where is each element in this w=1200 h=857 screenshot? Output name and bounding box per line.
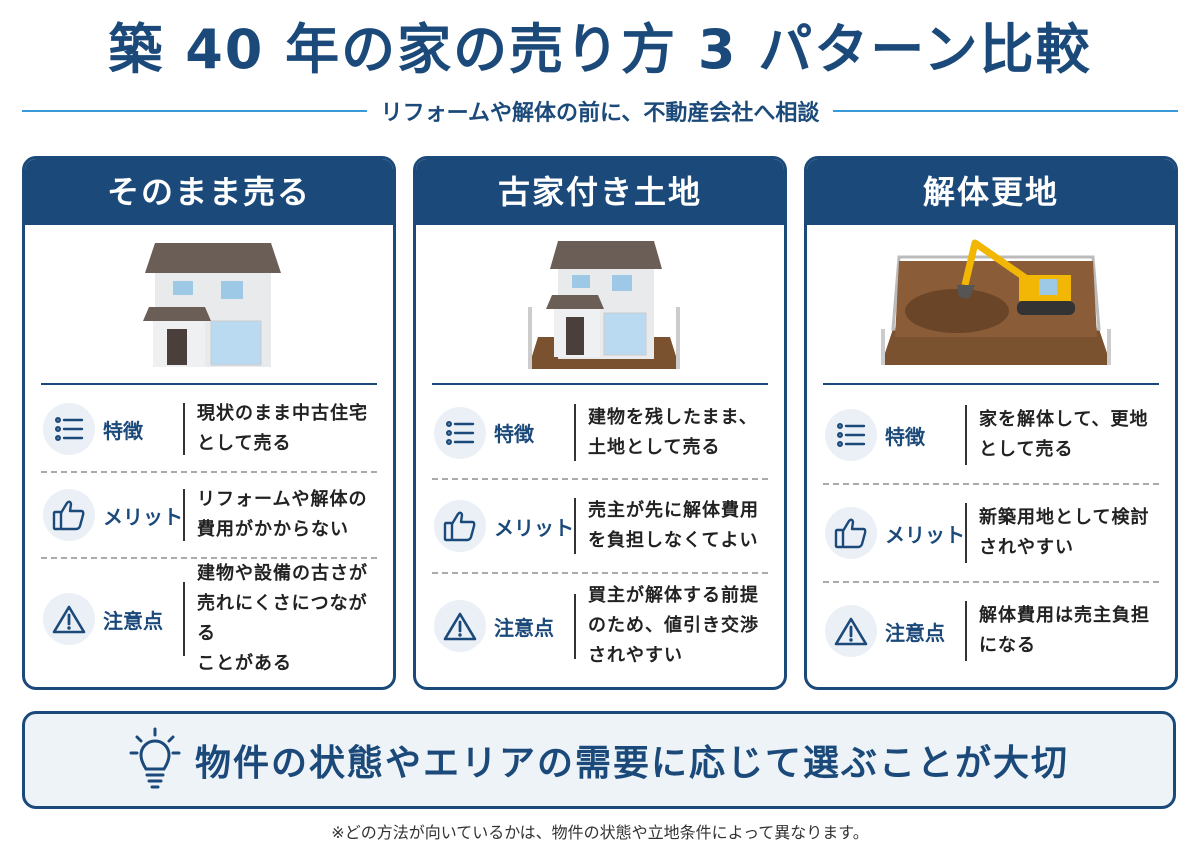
summary-banner: 物件の状態やエリアの需要に応じて選ぶことが大切	[22, 711, 1176, 809]
merit-text: 売主が先に解体費用を負担しなくてよい	[588, 500, 759, 552]
list-icon	[825, 409, 877, 461]
caution-text: 建物や設備の古さが売れにくさにつながることがある	[197, 563, 368, 674]
row-merit: メリット リフォームや解体の費用がかからない	[41, 473, 377, 559]
page-title: 築 40 年の家の売り方 3 パターン比較	[108, 18, 1092, 81]
list-icon	[434, 406, 486, 459]
features-text: 現状のまま中古住宅として売る	[197, 403, 368, 454]
row-features: 特徴 家を解体して、更地として売る	[823, 387, 1159, 485]
features-text: 建物を残したまま、土地として売る	[588, 406, 758, 458]
card-house-on-land: 古家付き土地 特徴 建物を残したまま、土地として売る	[413, 156, 787, 690]
warning-icon	[434, 600, 486, 653]
caution-label: 注意点	[494, 615, 554, 640]
card-divider	[41, 383, 377, 385]
warning-icon	[43, 593, 95, 645]
row-features: 特徴 建物を残したまま、土地として売る	[432, 387, 768, 481]
thumbs-up-icon	[825, 507, 877, 559]
warning-icon	[52, 605, 86, 634]
caution-text: 買主が解体する前提のため、値引き交渉されやすい	[588, 585, 759, 667]
card-heading: 古家付き土地	[416, 159, 784, 225]
banner-text: 物件の状態やエリアの需要に応じて選ぶことが大切	[194, 743, 1069, 784]
row-caution: 注意点 建物や設備の古さが売れにくさにつながることがある	[41, 559, 377, 679]
thumbs-up-icon	[434, 500, 486, 553]
merit-text: リフォームや解体の費用がかからない	[197, 489, 368, 540]
thumbs-up-icon	[443, 511, 476, 542]
row-merit: メリット 新築用地として検討されやすい	[823, 485, 1159, 583]
list-icon	[837, 423, 866, 448]
card-divider	[432, 383, 768, 385]
list-icon	[446, 420, 475, 445]
caution-text: 解体費用は売主負担になる	[979, 605, 1150, 656]
merit-label: メリット	[103, 504, 183, 529]
merit-text: 新築用地として検討されやすい	[979, 507, 1150, 558]
features-label: 特徴	[494, 422, 534, 447]
subtitle-row: リフォームや解体の前に、不動産会社へ相談	[22, 96, 1178, 126]
merit-label: メリット	[494, 515, 574, 540]
card-heading: そのまま売る	[25, 159, 393, 225]
house-illustration	[25, 229, 393, 379]
thumbs-up-icon	[834, 518, 867, 549]
caution-label: 注意点	[885, 620, 945, 645]
row-merit: メリット 売主が先に解体費用を負担しなくてよい	[432, 480, 768, 574]
card-heading: 解体更地	[807, 159, 1175, 225]
list-icon	[43, 403, 95, 455]
merit-label: メリット	[885, 522, 965, 547]
excavator-on-lot-illustration	[807, 229, 1175, 379]
warning-icon	[443, 613, 477, 641]
features-label: 特徴	[103, 418, 143, 443]
caution-label: 注意点	[103, 608, 163, 633]
thumbs-up-icon	[52, 500, 85, 531]
row-features: 特徴 現状のまま中古住宅として売る	[41, 387, 377, 473]
lightbulb-icon	[129, 727, 181, 793]
warning-icon	[825, 605, 877, 657]
divider-left	[22, 110, 367, 112]
row-caution: 注意点 買主が解体する前提のため、値引き交渉されやすい	[432, 574, 768, 679]
warning-icon	[834, 617, 868, 646]
house-on-lot-illustration	[416, 229, 784, 379]
features-text: 家を解体して、更地として売る	[979, 409, 1149, 460]
card-vacant-land: 解体更地 特徴 家を解体して、更地として売る	[804, 156, 1178, 690]
card-divider	[823, 383, 1159, 385]
thumbs-up-icon	[43, 489, 95, 541]
card-sell-as-is: そのまま売る 特徴 現状のまま中古住宅として売る	[22, 156, 396, 690]
list-icon	[55, 417, 84, 442]
features-label: 特徴	[885, 424, 925, 449]
row-caution: 注意点 解体費用は売主負担になる	[823, 583, 1159, 679]
footnote: ※どの方法が向いているかは、物件の状態や立地条件によって異なります。	[331, 823, 869, 842]
divider-right	[833, 110, 1178, 112]
subtitle: リフォームや解体の前に、不動産会社へ相談	[380, 101, 820, 126]
